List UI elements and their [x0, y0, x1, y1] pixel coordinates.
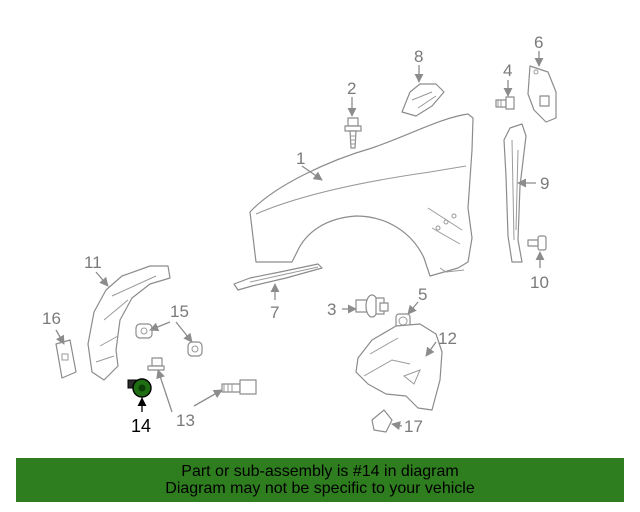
callout-3: 3 — [327, 300, 336, 319]
callout-5: 5 — [418, 285, 427, 304]
callout-12: 12 — [438, 329, 457, 348]
part-14-clip-highlighted — [127, 378, 152, 398]
callout-13: 13 — [176, 411, 195, 430]
callout-11: 11 — [84, 253, 102, 272]
callout-6: 6 — [534, 33, 543, 52]
callout-9: 9 — [540, 174, 549, 193]
callout-10: 10 — [530, 273, 549, 292]
part-6-bracket — [527, 65, 557, 123]
part-4-bolt — [495, 96, 515, 110]
part-2-bolt — [344, 117, 362, 149]
part-15-push-nuts — [135, 323, 203, 357]
info-banner: Part or sub-assembly is #14 in diagram D… — [16, 458, 624, 502]
callout-1: 1 — [296, 149, 305, 168]
callout-2: 2 — [347, 79, 356, 98]
leader-lines — [55, 51, 545, 431]
banner-line-1: Part or sub-assembly is #14 in diagram — [181, 463, 459, 480]
callout-8: 8 — [414, 47, 423, 66]
part-7-seal — [233, 263, 323, 291]
parts-diagram: 1 2 3 4 5 6 7 8 9 10 11 12 13 14 15 16 1… — [42, 33, 557, 436]
part-12-shield — [355, 323, 443, 411]
part-13-screws — [147, 357, 257, 395]
callout-17: 17 — [404, 417, 423, 436]
callout-14: 14 — [131, 416, 151, 436]
part-9-panel — [503, 123, 527, 263]
part-3-bolt — [355, 294, 389, 318]
part-16-bracket — [55, 339, 77, 379]
callout-16: 16 — [42, 309, 61, 328]
part-17-clip — [371, 409, 393, 433]
part-8-bracket — [401, 83, 445, 117]
part-11-liner — [87, 265, 171, 381]
part-1-fender — [249, 113, 474, 277]
callout-15: 15 — [170, 302, 189, 321]
part-10-clip — [527, 235, 547, 251]
banner-line-2: Diagram may not be specific to your vehi… — [165, 480, 475, 497]
callout-7: 7 — [270, 303, 279, 322]
callout-4: 4 — [503, 61, 512, 80]
